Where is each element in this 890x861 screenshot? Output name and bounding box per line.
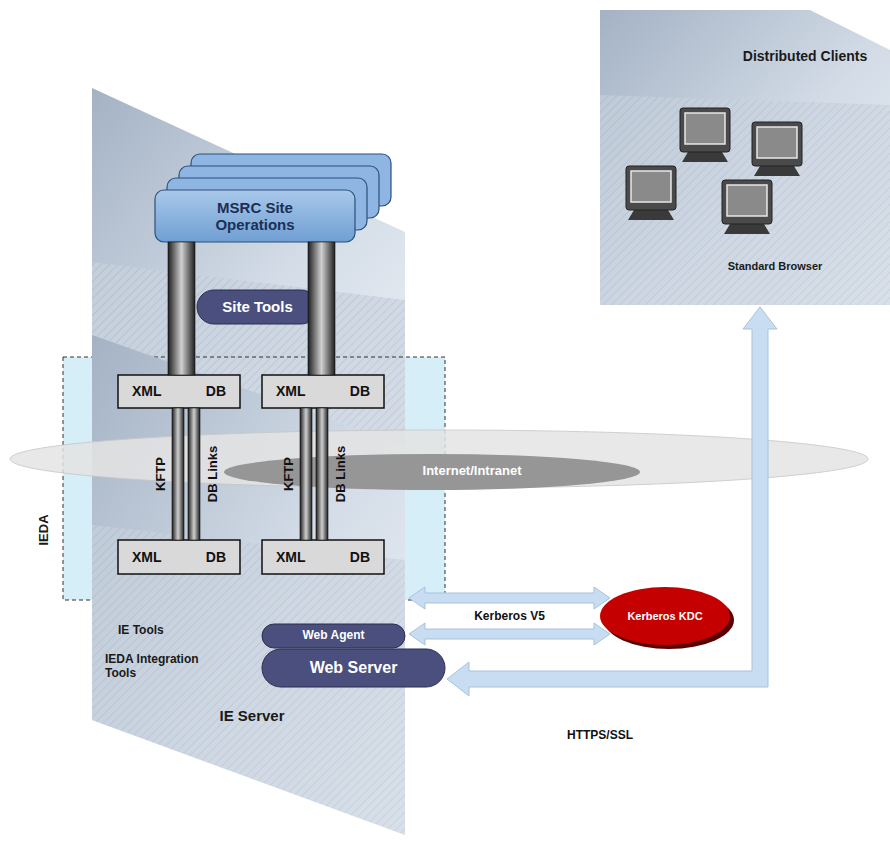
node-text: XML: [276, 383, 306, 399]
node-text: DB: [350, 383, 370, 399]
connector-label: KFTP: [153, 457, 168, 491]
node-text: Site Tools: [222, 298, 293, 315]
node-box: XML DB: [118, 540, 240, 574]
text-slot: IE Server: [167, 707, 337, 724]
link-pipe: [308, 242, 335, 375]
server-panel: [92, 335, 405, 835]
tool-pill: [262, 649, 445, 687]
connector-label: DB Links: [205, 446, 220, 502]
client-monitor: [752, 122, 802, 176]
node-ieserver: IE Server XML DB XML DB Web AgentWeb Server: [92, 335, 405, 835]
clients-panel-hatch: [600, 95, 890, 305]
node-text: DB: [350, 549, 370, 565]
text-slot: Distributed Clients: [720, 48, 890, 64]
text-slot: Standard Browser: [700, 260, 850, 272]
connector-label: HTTPS/SSL: [567, 728, 633, 742]
connector-label: DB Links: [333, 446, 348, 502]
kdc-ellipse: [600, 587, 730, 645]
ieda-region-strip: [63, 357, 92, 600]
label-slot: KFTP: [153, 457, 168, 491]
label-slot: IE Tools: [118, 623, 208, 637]
node-text: DB: [206, 383, 226, 399]
protocol-arrow: [447, 307, 777, 696]
node-text: IE Server: [167, 707, 337, 724]
label-slot: HTTPS/SSL: [567, 728, 633, 742]
label-slot: KFTP: [281, 457, 296, 491]
region-label: IEDA Integration Tools: [105, 652, 215, 680]
client-monitor: [680, 108, 730, 162]
label-slot: Kerberos V5: [474, 609, 545, 623]
client-monitor: [626, 166, 676, 220]
link-pipe: [172, 408, 184, 540]
node-text: Kerberos KDC: [625, 610, 705, 623]
clients-panel: [600, 10, 890, 305]
link-pipe: [168, 242, 195, 375]
tool-pill: [197, 290, 318, 324]
xml-db-box: [118, 375, 240, 408]
node-text: XML: [276, 549, 306, 565]
node-band: Internet/Intranet: [10, 418, 868, 500]
node-text: XML: [132, 549, 162, 565]
node-pill: Web Server: [262, 649, 445, 687]
link-pipe: [300, 408, 312, 540]
protocol-arrow: [409, 623, 610, 645]
text-slot: Internet/Intranet: [392, 463, 552, 478]
label-slot: DB Links: [333, 446, 348, 502]
node-pill: Site Tools: [197, 290, 318, 324]
node-text: Web Agent: [303, 629, 365, 643]
node-text: MSRC Site Operations: [180, 199, 330, 234]
region-label: IE Tools: [118, 623, 208, 637]
connector-label: Kerberos V5: [474, 609, 545, 623]
label-slot: DB Links: [205, 446, 220, 502]
protocol-arrow: [409, 587, 610, 609]
link-pipe: [316, 408, 328, 540]
link-pipe: [188, 408, 200, 540]
label-slot: IEDA Integration Tools: [105, 652, 215, 680]
node-text: Internet/Intranet: [392, 463, 552, 478]
node-text: Distributed Clients: [720, 48, 890, 64]
tool-pill: [262, 624, 405, 648]
node-kdc: Kerberos KDC: [600, 587, 730, 645]
node-text: Standard Browser: [700, 260, 850, 272]
node-clients: Distributed ClientsStandard Browser: [600, 10, 890, 305]
xml-db-box: [262, 540, 384, 574]
node-box: XML DB: [262, 375, 384, 408]
node-text: DB: [206, 549, 226, 565]
node-msrc: MSRC Site Operations: [155, 190, 355, 242]
node-text: XML: [132, 383, 162, 399]
xml-db-box: [118, 540, 240, 574]
node-box: XML DB: [118, 375, 240, 408]
connector-label: KFTP: [281, 457, 296, 491]
node-pill: Web Agent: [262, 624, 405, 648]
xml-db-box: [262, 375, 384, 408]
node-shape: [92, 335, 405, 835]
node-box: XML DB: [262, 540, 384, 574]
node-text: Web Server: [310, 659, 398, 677]
client-monitor: [722, 180, 772, 234]
label-slot: IEDA: [36, 514, 51, 545]
network-core: [224, 454, 640, 490]
site-box: [155, 190, 355, 242]
region-label: IEDA: [36, 514, 51, 545]
node-shape: [10, 418, 868, 500]
